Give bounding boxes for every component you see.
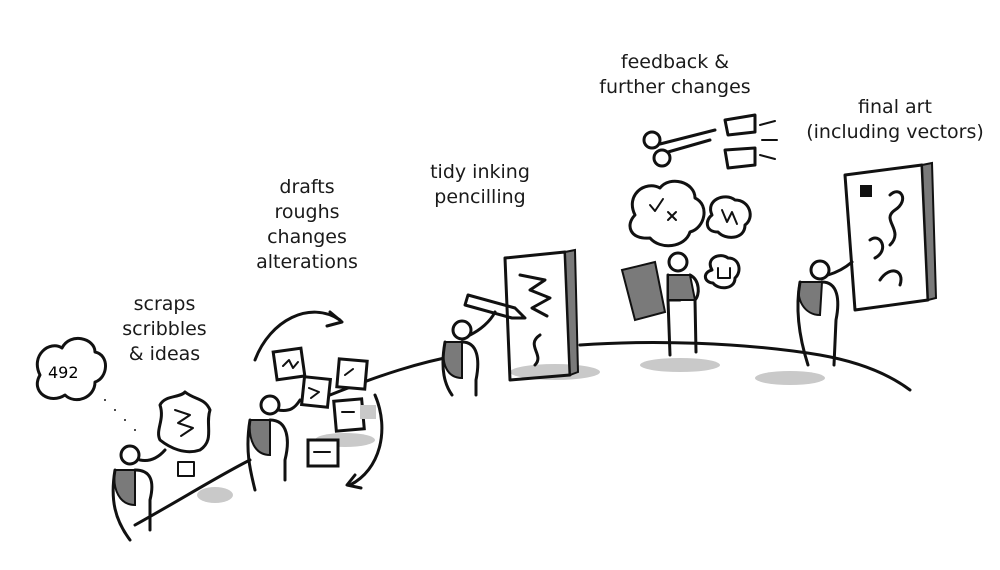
- pencil-icon: [463, 293, 527, 320]
- figure-final: [796, 259, 854, 367]
- figure-inking: [441, 310, 497, 397]
- feedback-clouds: [628, 179, 752, 290]
- final-art-board: [843, 161, 938, 312]
- scissors-icon: [642, 113, 778, 170]
- stage-label-scraps: scraps scribbles & ideas: [122, 293, 207, 365]
- figure-drafts: [246, 394, 302, 492]
- draft-sheets: [271, 346, 376, 468]
- thought-cloud-icon: 492: [36, 337, 136, 431]
- progress-path: [133, 340, 912, 527]
- figure-scraps: [111, 444, 167, 542]
- stage-label-final: final art (including vectors): [806, 96, 984, 143]
- cycle-arrows-icon: [253, 310, 384, 490]
- scribble-paper-icon: [157, 390, 212, 477]
- stage-label-drafts: drafts roughs changes alterations: [256, 176, 358, 273]
- figure-feedback: [620, 251, 700, 357]
- stage-label-feedback: feedback & further changes: [599, 51, 751, 98]
- drawing-board-inking: [503, 248, 580, 382]
- stage-label-inking: tidy inking pencilling: [430, 161, 530, 208]
- svg-text:492: 492: [48, 363, 79, 382]
